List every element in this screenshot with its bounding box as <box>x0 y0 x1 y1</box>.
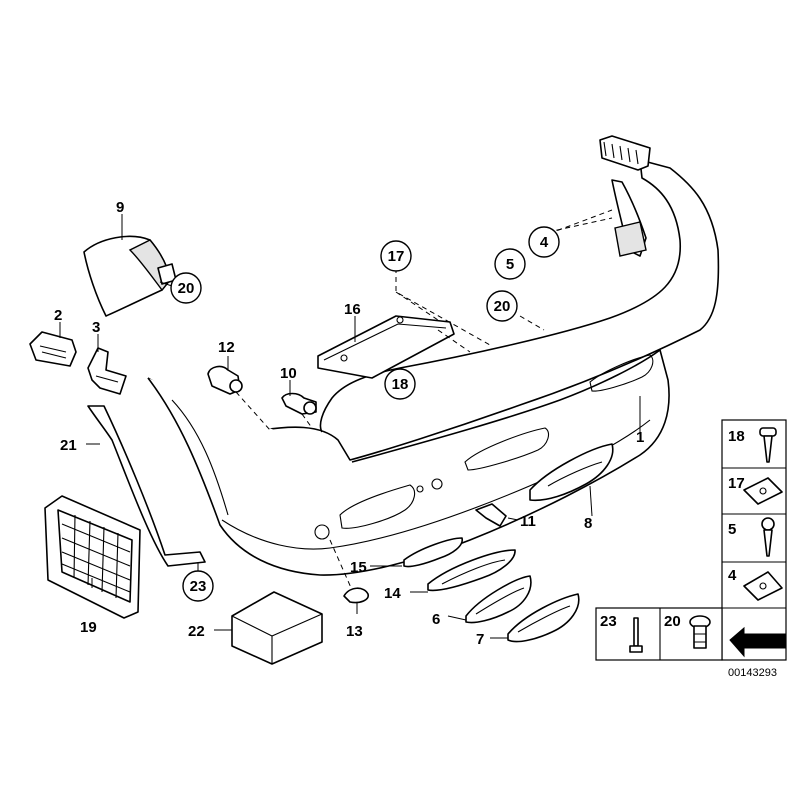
legend-4: 4 <box>728 567 737 584</box>
part-19-grille <box>44 495 141 619</box>
circle-18 <box>384 368 416 400</box>
screw-5-icon <box>761 517 775 557</box>
part-22-box <box>231 591 323 665</box>
label-21: 21 <box>60 437 77 454</box>
label-14: 14 <box>384 585 401 602</box>
label-15: 15 <box>350 559 367 576</box>
screw-18-icon <box>759 427 777 463</box>
circle-20b <box>486 290 518 322</box>
part-7-cover <box>507 593 580 643</box>
label-4: 4 <box>540 234 549 251</box>
circle-17 <box>380 240 412 272</box>
label-19: 19 <box>80 619 97 636</box>
label-13: 13 <box>346 623 363 640</box>
part-8-cover <box>529 443 614 502</box>
part-16-module <box>317 315 455 379</box>
part-6-cover <box>465 575 532 624</box>
label-11: 11 <box>520 513 536 530</box>
label-18: 18 <box>392 376 409 393</box>
clip-nut-17-icon <box>743 477 783 505</box>
legend-23: 23 <box>600 613 617 630</box>
part-21-trim <box>87 405 206 567</box>
label-16: 16 <box>344 301 361 318</box>
rivet-23-icon <box>629 617 643 653</box>
clip-nut-4-icon <box>743 571 783 601</box>
part-14-trim <box>427 549 516 592</box>
legend-frame <box>721 419 787 661</box>
part-11-clip <box>475 503 507 527</box>
label-9: 9 <box>116 199 124 216</box>
part-9-cover <box>83 235 177 317</box>
label-2: 2 <box>54 307 62 324</box>
circled-labels: 20 17 20 18 4 5 23 <box>170 226 560 602</box>
arrow-icon <box>729 626 787 658</box>
legend-5: 5 <box>728 521 736 538</box>
legend-17: 17 <box>728 475 745 492</box>
label-23: 23 <box>190 578 207 595</box>
label-5: 5 <box>506 256 514 273</box>
part-3-bracket <box>87 347 127 395</box>
legend-20: 20 <box>664 613 681 630</box>
label-17: 17 <box>388 248 405 265</box>
label-12: 12 <box>218 339 235 356</box>
rear-bumper-shell <box>147 135 720 576</box>
label-22: 22 <box>188 623 205 640</box>
part-labels: 9 2 3 12 10 16 21 19 22 13 15 14 6 7 11 … <box>54 199 644 648</box>
part-13-cap <box>343 587 370 604</box>
expanding-rivet-20-icon <box>689 615 711 649</box>
label-10: 10 <box>280 365 297 382</box>
label-8: 8 <box>584 515 592 532</box>
circle-4 <box>528 226 560 258</box>
legend-18: 18 <box>728 428 745 445</box>
circle-23 <box>182 570 214 602</box>
label-7: 7 <box>476 631 484 648</box>
label-20a: 20 <box>178 280 195 297</box>
circle-20a <box>170 272 202 304</box>
part-12-sensor <box>207 365 243 395</box>
label-6: 6 <box>432 611 440 628</box>
diagram-code: 00143293 <box>728 667 777 679</box>
label-3: 3 <box>92 319 100 336</box>
label-1: 1 <box>636 429 644 446</box>
circle-5 <box>494 248 526 280</box>
part-2-bracket <box>29 331 77 367</box>
hardware-legend: 18 17 5 4 23 20 <box>595 419 787 679</box>
part-15-strip <box>403 537 463 568</box>
label-20b: 20 <box>494 298 511 315</box>
part-10-sensor <box>281 392 317 415</box>
